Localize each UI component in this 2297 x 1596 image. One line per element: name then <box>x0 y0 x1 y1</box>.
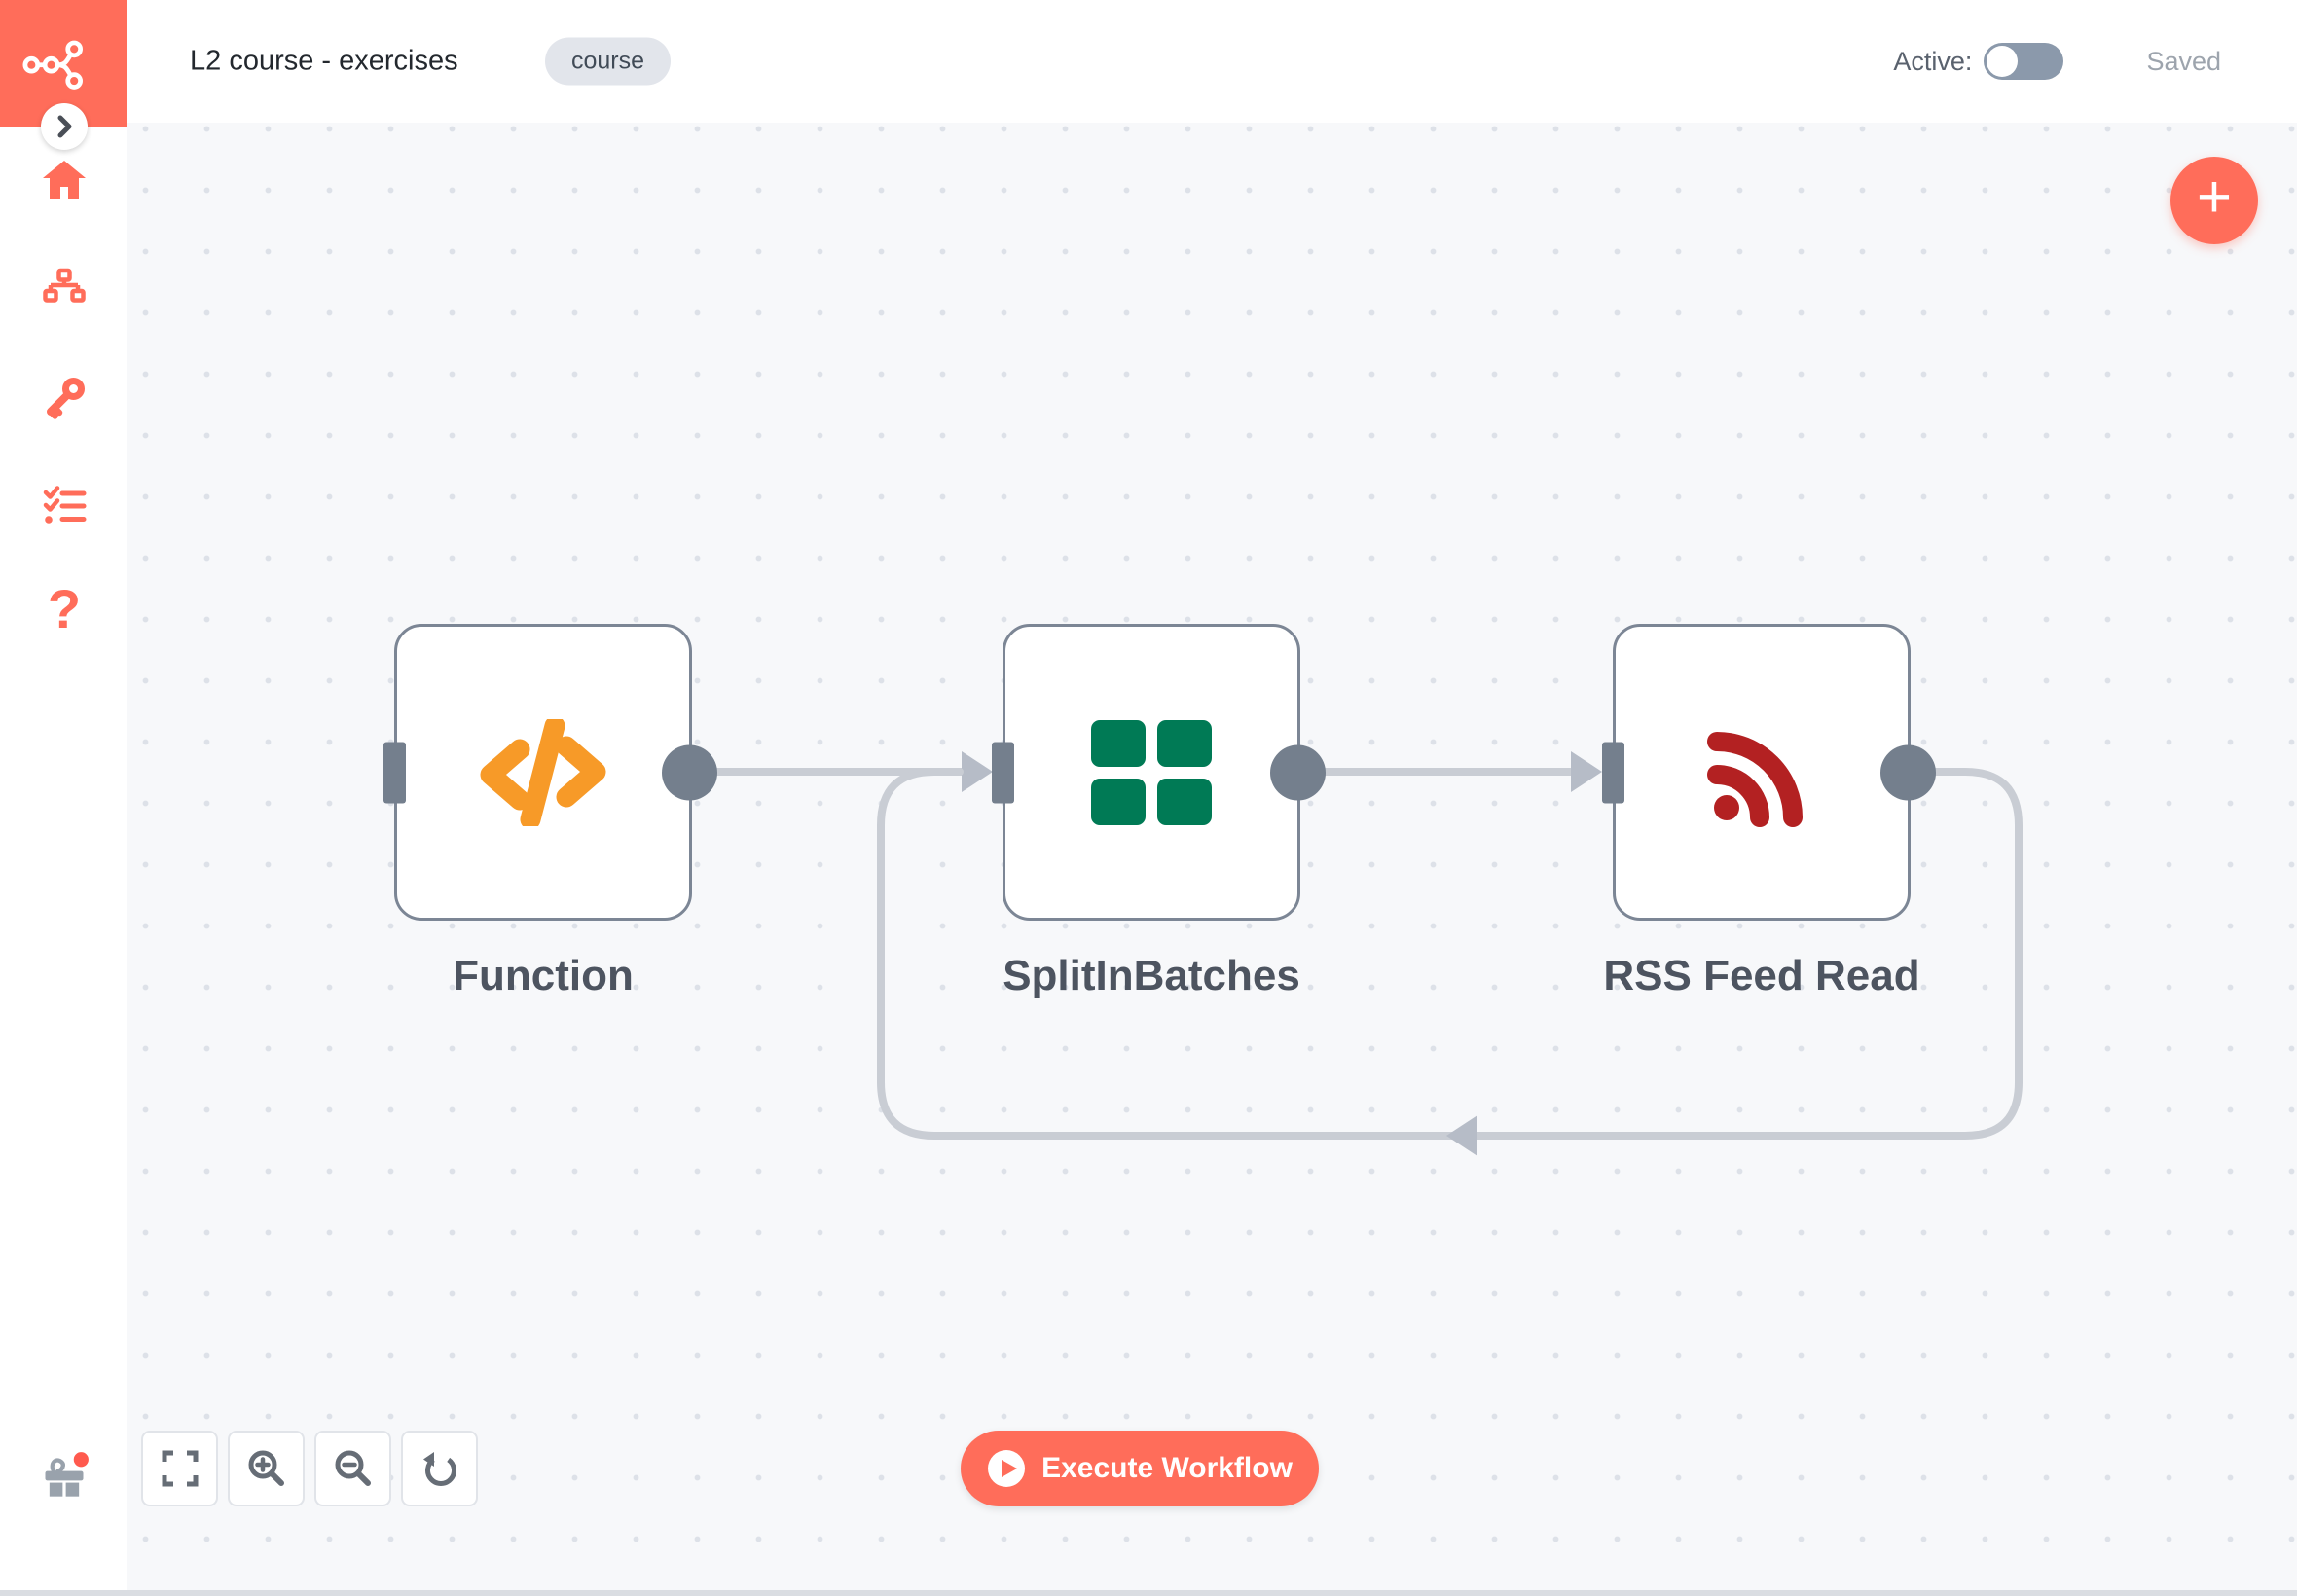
saved-status: Saved <box>2146 46 2221 76</box>
reset-zoom-button[interactable] <box>401 1431 478 1506</box>
node-splitinbatches[interactable] <box>992 624 1326 921</box>
node-label-rss-feed-read: RSS Feed Read <box>1603 952 1920 999</box>
sidebar-item-whats-new[interactable] <box>39 1450 90 1501</box>
gift-icon <box>45 1452 89 1497</box>
home-icon <box>43 161 86 199</box>
execute-workflow-label: Execute Workflow <box>1041 1452 1293 1484</box>
node-rss-feed-read[interactable] <box>1602 624 1936 921</box>
code-icon <box>480 718 606 826</box>
node-function[interactable] <box>383 624 717 921</box>
sidebar-item-home[interactable] <box>41 156 88 202</box>
zoom-in-button[interactable] <box>228 1431 305 1506</box>
sidebar-item-executions[interactable] <box>41 483 88 529</box>
node-label-splitinbatches: SplitInBatches <box>1003 952 1300 999</box>
reset-zoom-icon <box>422 1452 456 1486</box>
zoom-out-icon <box>335 1450 371 1486</box>
executions-icon <box>43 486 87 524</box>
window-edge <box>0 1590 2297 1596</box>
node-label-function: Function <box>453 952 634 999</box>
n8n-logo-icon <box>22 40 83 90</box>
sidebar-item-credentials[interactable] <box>41 375 88 421</box>
workflows-icon <box>43 268 86 303</box>
canvas-controls <box>141 1431 478 1506</box>
output-port[interactable] <box>1880 744 1936 800</box>
active-toggle[interactable] <box>1984 43 2064 80</box>
workflow-tag-badge[interactable]: course <box>545 37 672 86</box>
plus-icon: + <box>2196 163 2233 231</box>
sidebar: ? <box>0 0 127 1596</box>
input-port[interactable] <box>1602 742 1624 803</box>
header-right: Active: Saved <box>1893 43 2221 80</box>
play-icon <box>988 1450 1026 1487</box>
workflow-title[interactable]: L2 course - exercises <box>190 45 458 77</box>
output-port[interactable] <box>662 744 717 800</box>
output-port[interactable] <box>1270 744 1326 800</box>
chevron-right-icon <box>57 115 72 138</box>
input-port[interactable] <box>383 742 406 803</box>
active-label: Active: <box>1893 46 1973 76</box>
notification-dot-icon <box>73 1452 89 1468</box>
header: L2 course - exercises course Active: Sav… <box>127 0 2297 123</box>
add-node-button[interactable]: + <box>2170 157 2258 244</box>
zoom-in-icon <box>248 1450 284 1486</box>
fit-view-icon <box>162 1450 198 1487</box>
key-icon <box>47 378 85 419</box>
input-port[interactable] <box>992 742 1014 803</box>
rss-icon <box>1707 731 1803 827</box>
zoom-out-button[interactable] <box>314 1431 391 1506</box>
execute-workflow-button[interactable]: Execute Workflow <box>961 1431 1319 1506</box>
fit-view-button[interactable] <box>141 1431 218 1506</box>
sidebar-item-workflows[interactable] <box>41 266 88 312</box>
sidebar-item-help[interactable]: ? <box>41 582 88 636</box>
help-icon: ? <box>47 578 82 639</box>
toggle-knob-icon <box>1987 46 2019 77</box>
sidebar-expand-button[interactable] <box>41 103 88 150</box>
grid-icon <box>1091 719 1212 825</box>
